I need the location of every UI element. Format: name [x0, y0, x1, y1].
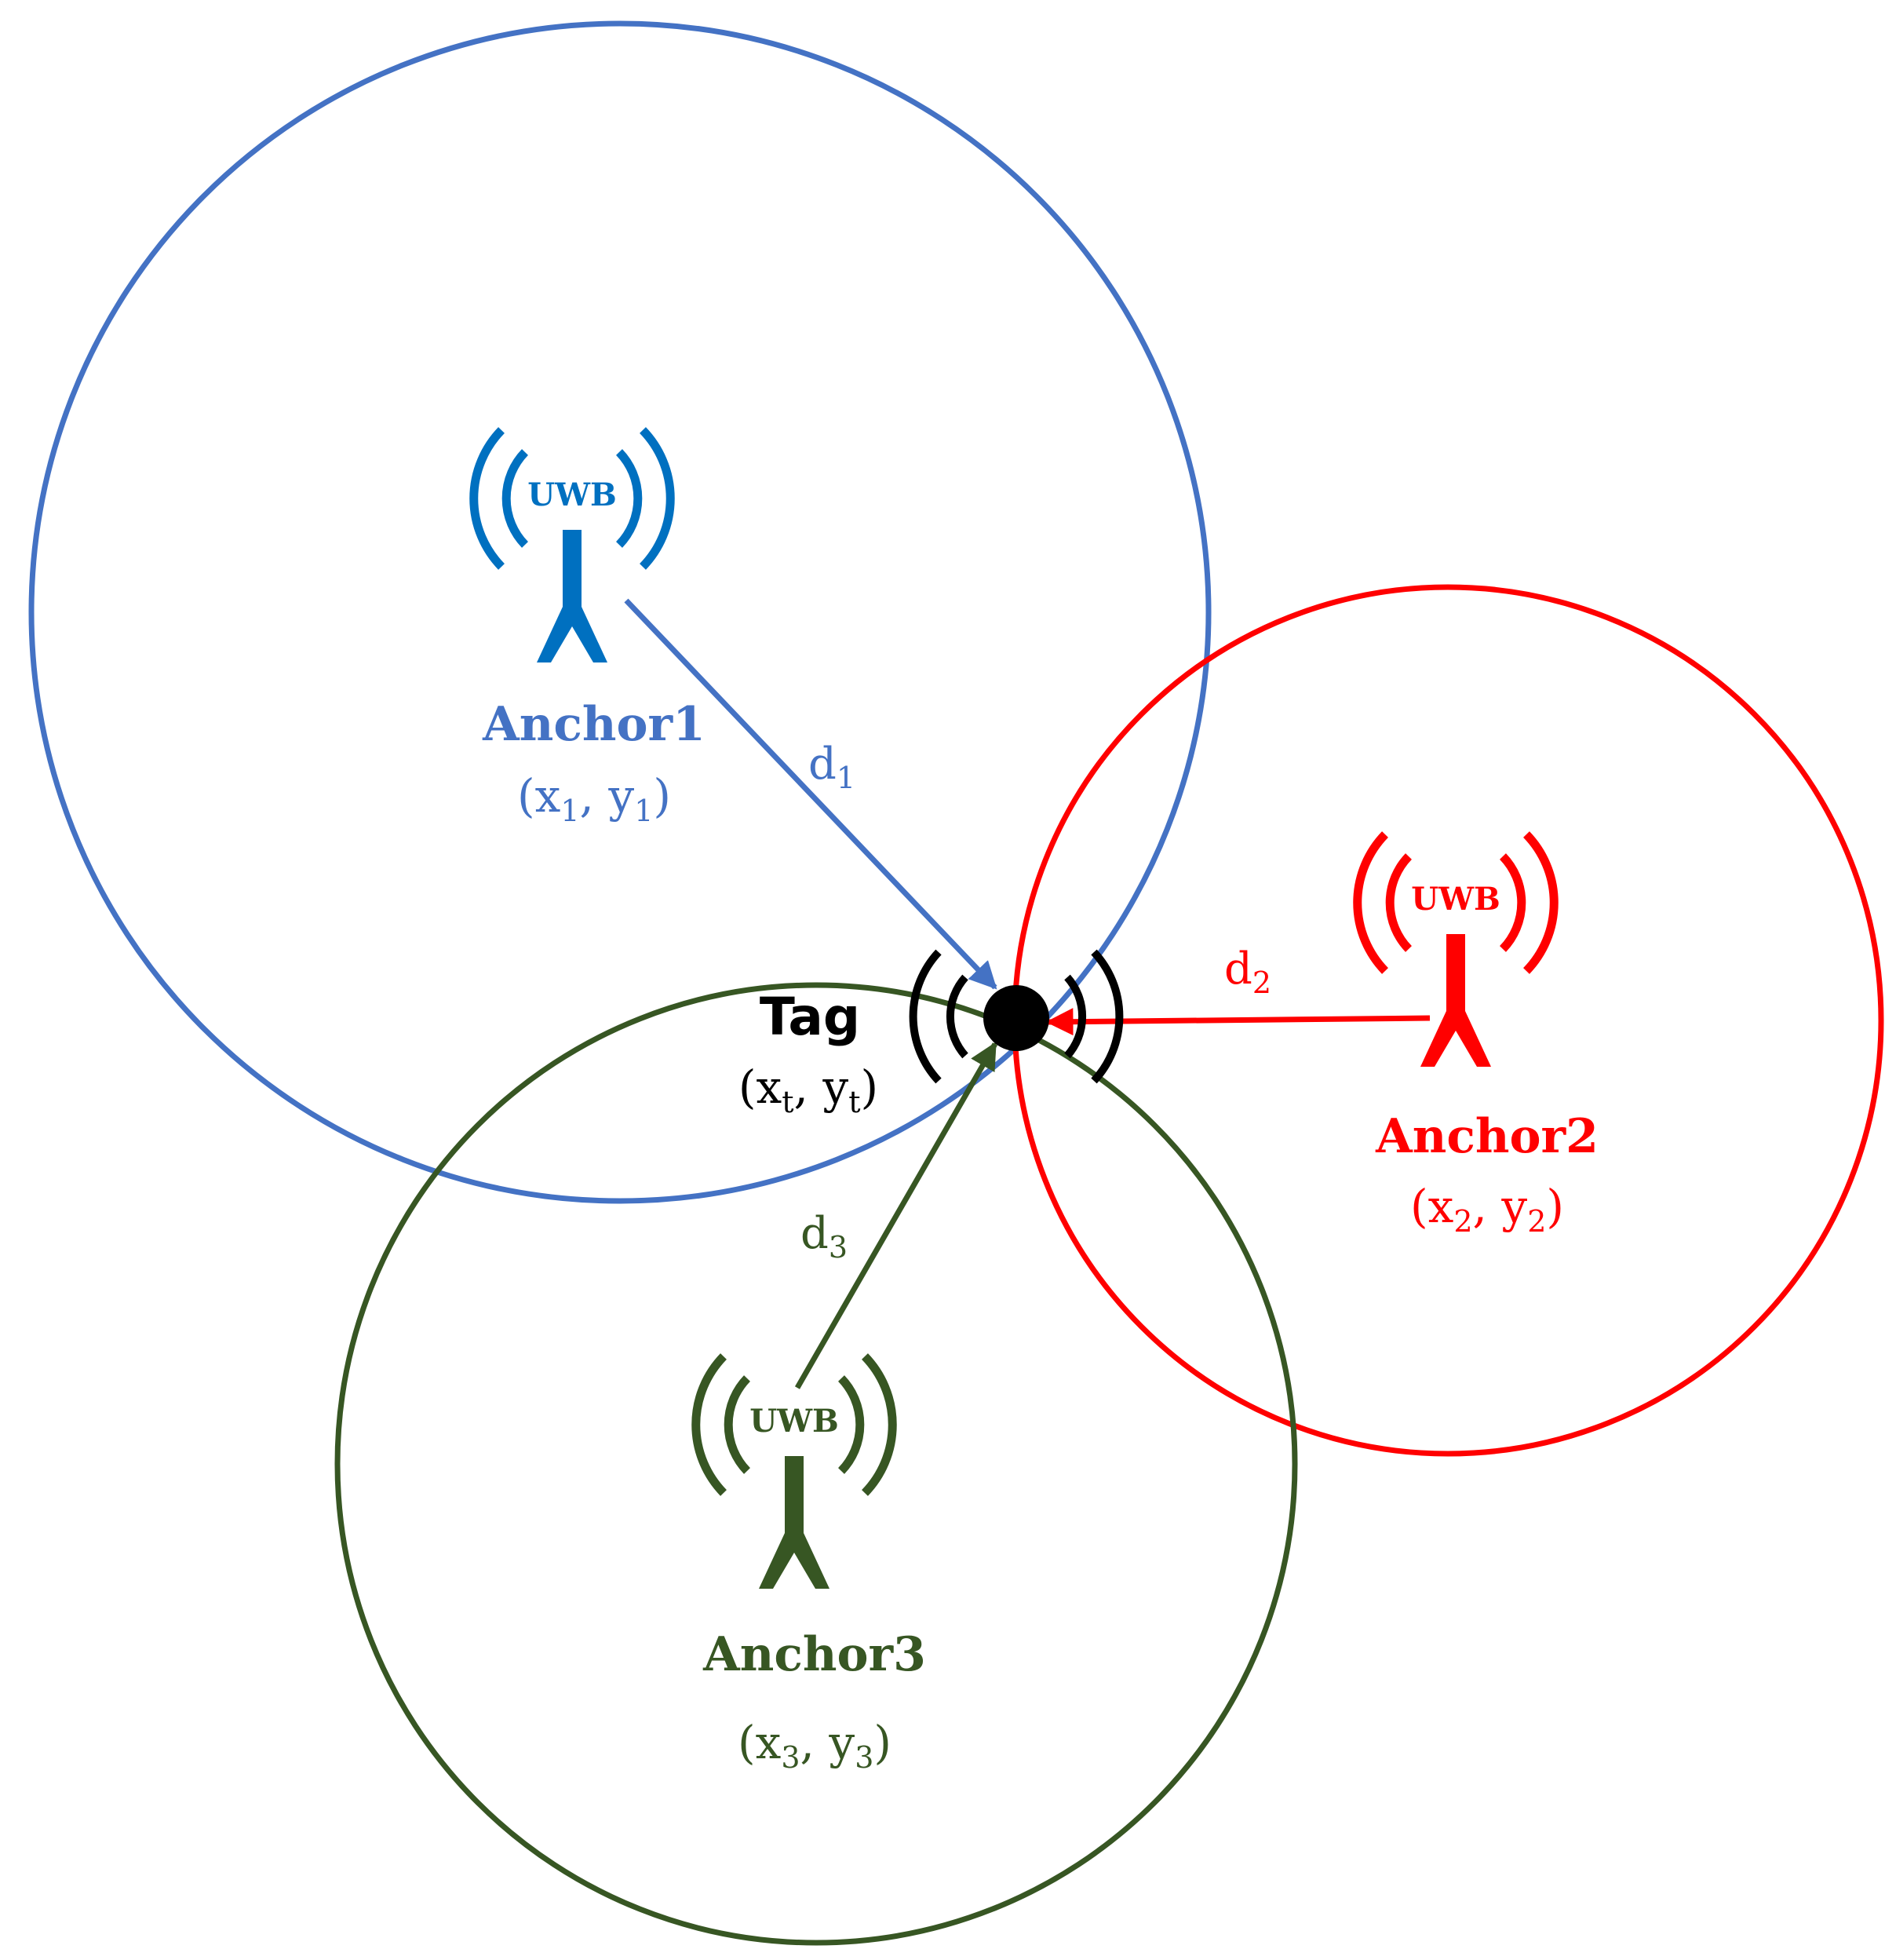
anchor1-name: Anchor1 [482, 697, 706, 752]
distance-arrow-d2 [1045, 1008, 1431, 1036]
anchor3-coordinates: (x3, y3) [738, 1716, 891, 1775]
distance-label-d2: d2 [1224, 944, 1271, 1000]
tag-dot [983, 985, 1049, 1051]
anchor2-coordinates: (x2, y2) [1410, 1180, 1564, 1239]
uwb-antenna-icon-anchor3: UWB [691, 1353, 897, 1589]
distance-label-d1: d1 [808, 739, 855, 795]
anchor1-range-circle [28, 20, 1212, 1204]
uwb-antenna-icon-anchor1: UWB [469, 427, 675, 662]
svg-text:UWB: UWB [1411, 881, 1500, 918]
distance-label-d3: d3 [800, 1208, 848, 1265]
distance-arrow-d1 [624, 598, 997, 990]
anchor3-name: Anchor3 [702, 1627, 926, 1682]
svg-text:UWB: UWB [527, 476, 617, 513]
tag-name: Tag [760, 987, 860, 1047]
svg-text:UWB: UWB [749, 1403, 839, 1440]
uwb-antenna-icon-anchor2: UWB [1353, 831, 1559, 1067]
anchor2-name: Anchor2 [1375, 1109, 1599, 1164]
distance-arrow-d3 [794, 1041, 998, 1389]
tag-signal-waves-icon [909, 949, 1124, 1084]
tag-coordinates: (xt, yt) [738, 1060, 878, 1119]
anchor3-range-circle [334, 982, 1298, 1946]
anchor1-coordinates: (x1, y1) [517, 769, 671, 828]
